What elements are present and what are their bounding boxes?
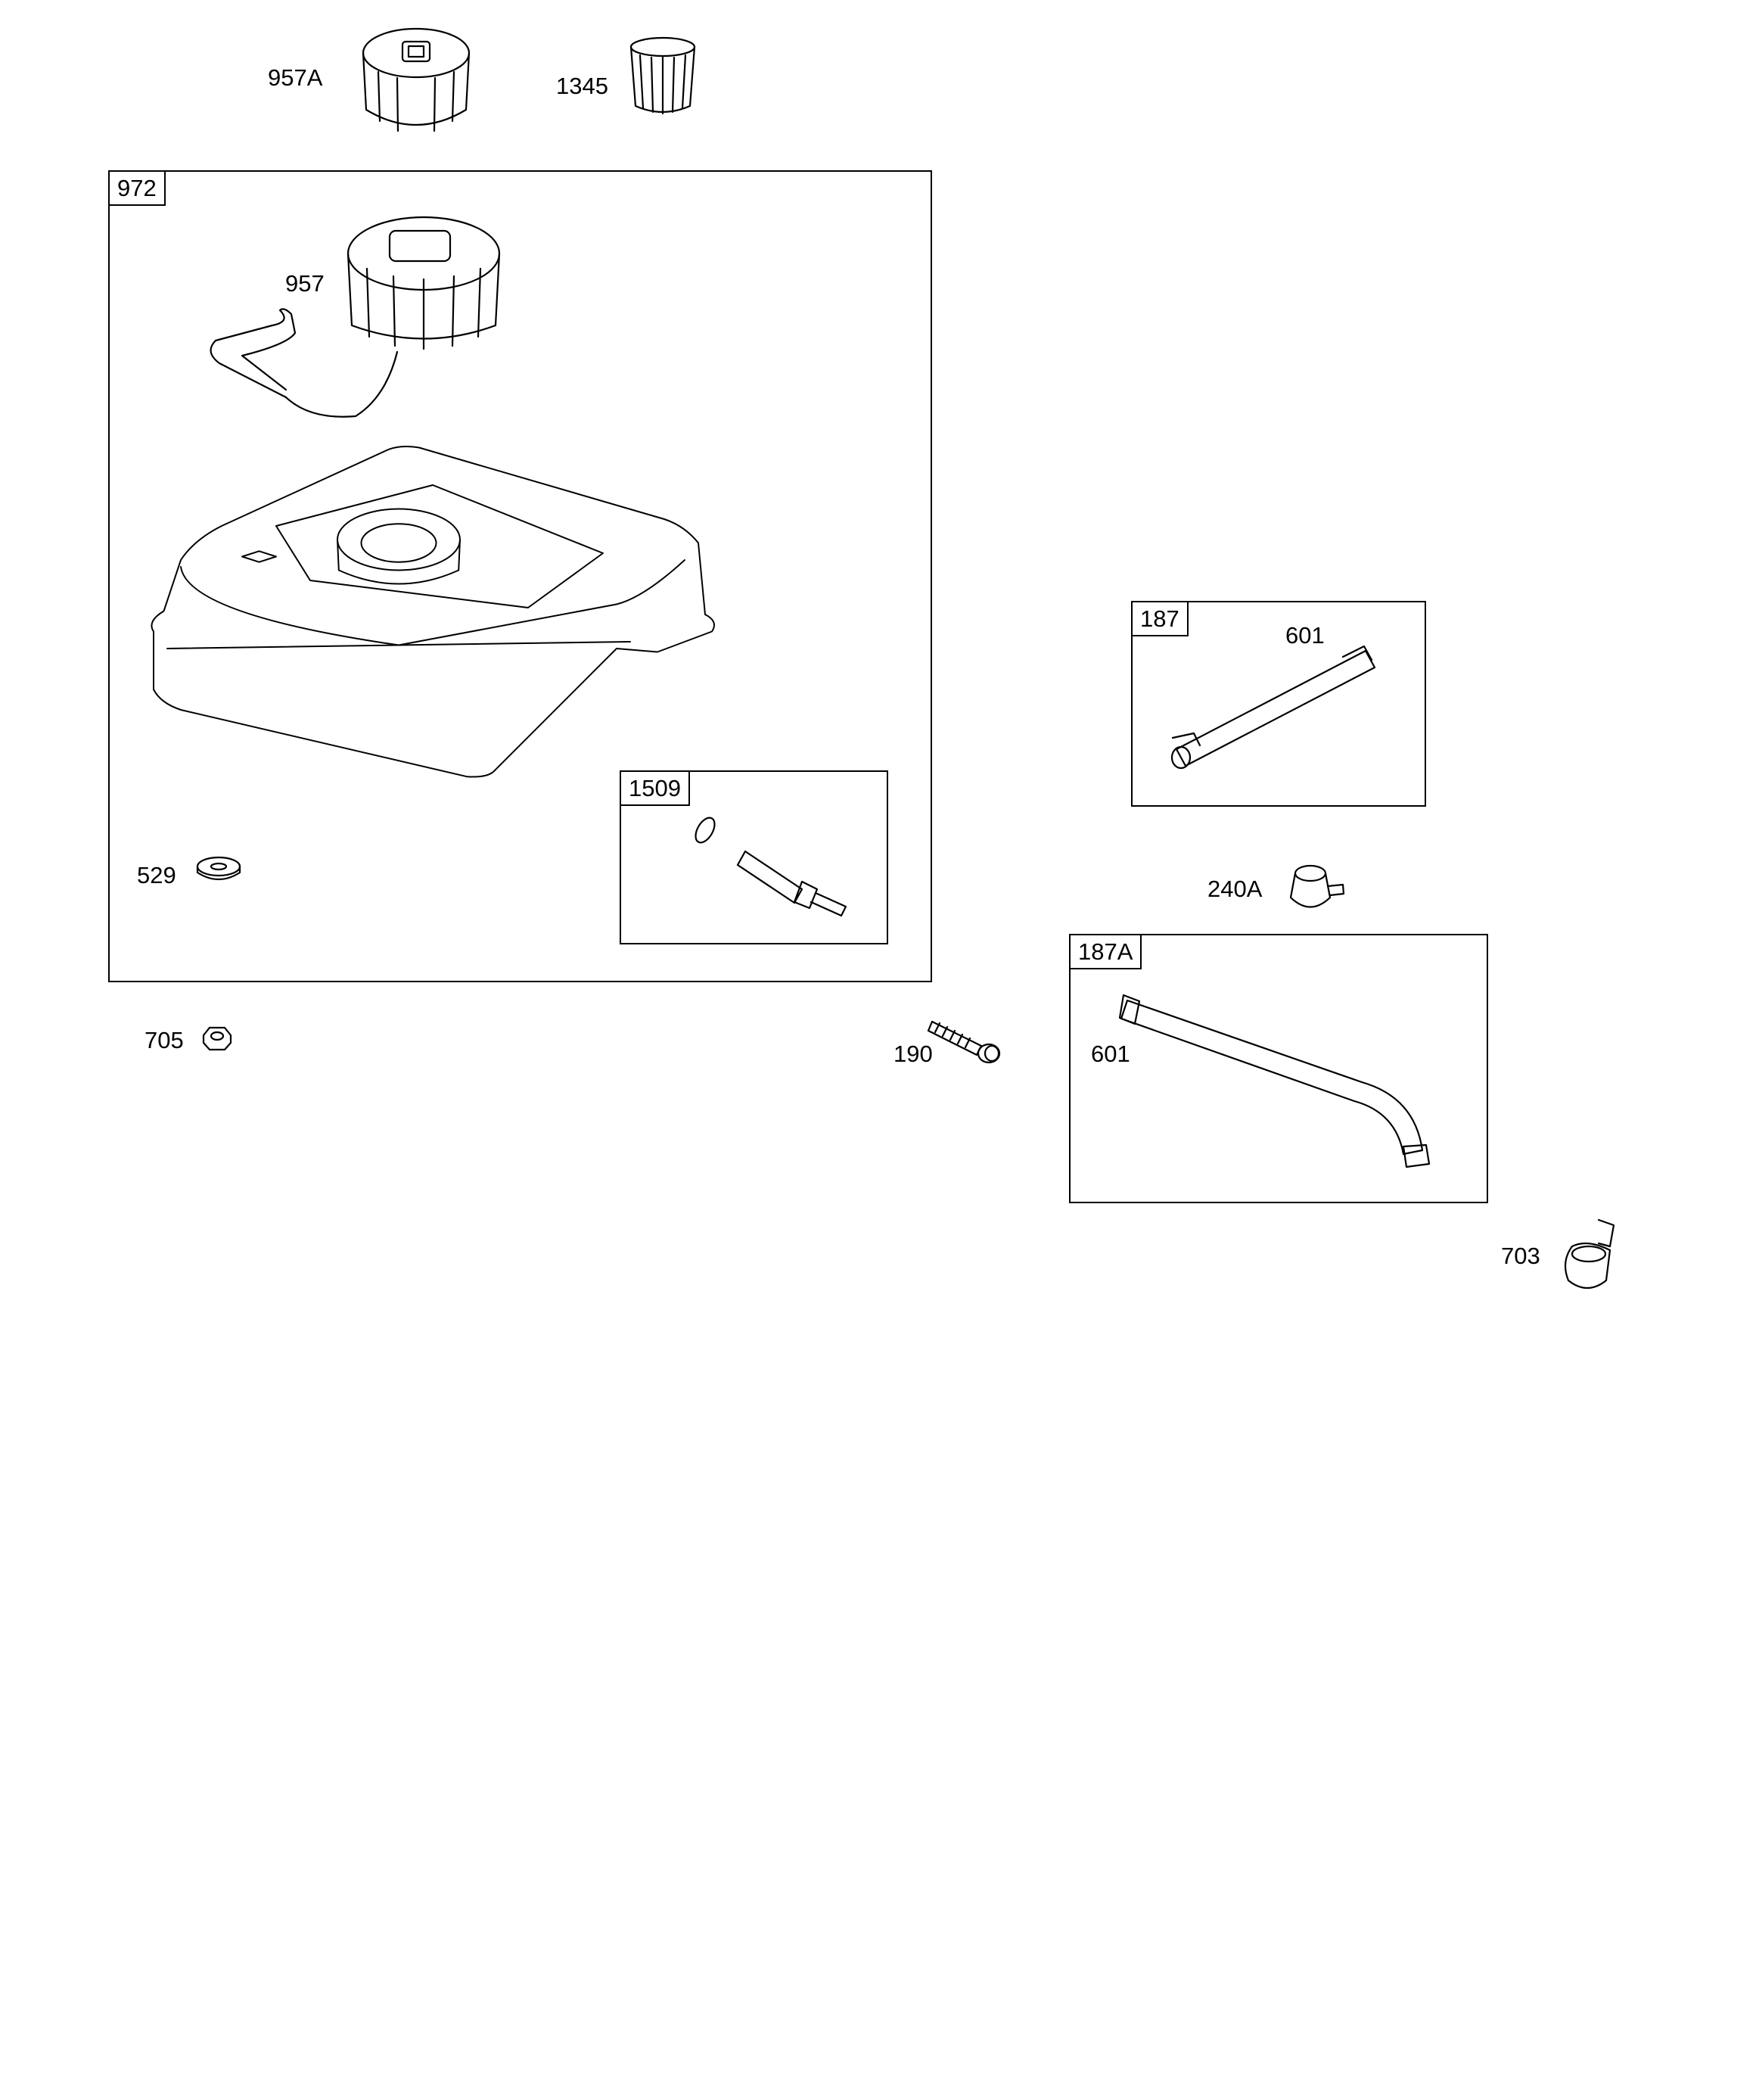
kit-tag-187A: 187A bbox=[1069, 934, 1142, 969]
fuel-hose-bent-icon bbox=[1118, 994, 1431, 1168]
callout-190: 190 bbox=[893, 1041, 933, 1067]
callout-240A: 240A bbox=[1207, 876, 1263, 902]
washer-icon bbox=[196, 856, 241, 881]
callout-957: 957 bbox=[285, 270, 325, 297]
kit-box-187: 187 bbox=[1131, 601, 1426, 807]
kit-tag-1509: 1509 bbox=[620, 770, 690, 806]
fuel-cap-icon bbox=[362, 27, 471, 132]
nut-icon bbox=[202, 1026, 232, 1051]
kit-tag-187: 187 bbox=[1131, 601, 1189, 636]
callout-601-b: 601 bbox=[1091, 1041, 1130, 1067]
kit-box-972: 972 bbox=[108, 170, 932, 982]
callout-529: 529 bbox=[137, 862, 176, 888]
callout-957A: 957A bbox=[268, 64, 323, 91]
callout-601-a: 601 bbox=[1285, 622, 1325, 649]
kit-box-1509: 1509 bbox=[620, 770, 888, 944]
callout-703: 703 bbox=[1501, 1243, 1540, 1269]
vent-valve-icon bbox=[1289, 864, 1345, 908]
fuel-filter-screen-icon bbox=[629, 36, 696, 115]
callout-1345: 1345 bbox=[556, 73, 608, 99]
fuel-hose-straight-icon bbox=[1170, 645, 1376, 770]
bolt-icon bbox=[927, 1020, 1001, 1064]
callout-705: 705 bbox=[145, 1027, 184, 1053]
fuel-shutoff-valve-icon bbox=[695, 817, 847, 917]
hose-clamp-icon bbox=[1564, 1218, 1615, 1290]
kit-tag-972: 972 bbox=[108, 170, 166, 206]
fuel-cap-with-tether-icon bbox=[210, 216, 501, 418]
fuel-tank-icon bbox=[151, 446, 715, 778]
kit-box-187A: 187A bbox=[1069, 934, 1488, 1203]
